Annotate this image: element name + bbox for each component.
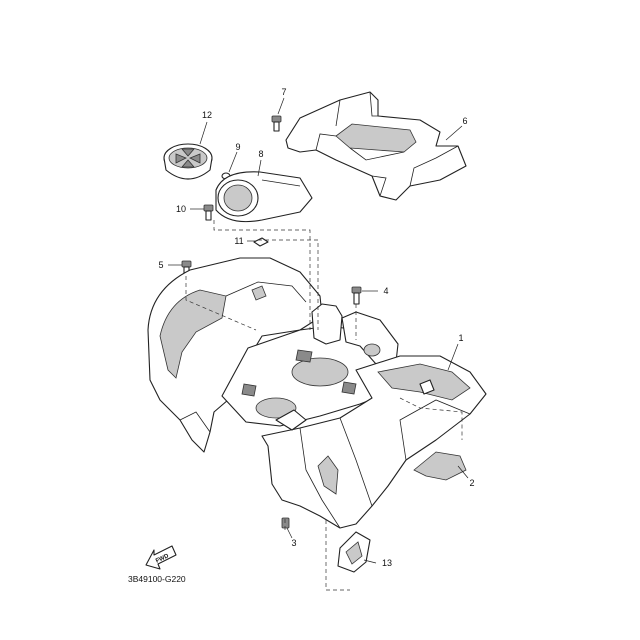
fwd-arrow: FWD xyxy=(145,545,177,570)
callout-2: 2 xyxy=(469,478,474,488)
part-11-clip[interactable] xyxy=(253,237,269,247)
callout-13: 13 xyxy=(382,558,392,568)
part-12-cap[interactable] xyxy=(163,143,213,180)
callout-8: 8 xyxy=(258,149,263,159)
part-3-nut[interactable] xyxy=(281,517,290,529)
diagram-code: 3B49100-G220 xyxy=(128,574,186,584)
part-1-rear-fender[interactable] xyxy=(147,257,487,529)
callout-11: 11 xyxy=(234,236,243,246)
callout-9: 9 xyxy=(235,142,240,152)
callout-1: 1 xyxy=(458,333,463,343)
fwd-label: FWD xyxy=(155,553,171,565)
part-10-bolt[interactable] xyxy=(203,204,214,221)
part-8-cover[interactable] xyxy=(215,171,313,223)
leader-lines xyxy=(168,97,469,564)
callout-3: 3 xyxy=(291,538,296,548)
part-6-panel[interactable] xyxy=(285,91,467,201)
callout-6: 6 xyxy=(462,116,467,126)
callout-10: 10 xyxy=(176,204,186,214)
callout-4: 4 xyxy=(383,286,388,296)
callout-7: 7 xyxy=(281,87,286,97)
callout-12: 12 xyxy=(202,110,212,120)
assembly-lines xyxy=(185,220,463,591)
callout-5: 5 xyxy=(158,260,163,270)
part-7-bolt[interactable] xyxy=(271,115,282,132)
callout-numbers: 12 9 8 10 11 7 6 5 4 1 2 3 13 xyxy=(158,87,474,568)
part-13-flap[interactable] xyxy=(337,531,371,573)
part-4-bolt[interactable] xyxy=(351,286,362,305)
part-2-flap[interactable] xyxy=(413,451,467,481)
